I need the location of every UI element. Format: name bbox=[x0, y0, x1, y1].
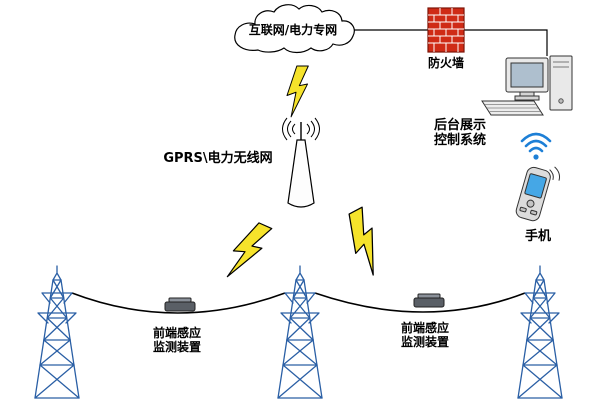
system-unit-icon bbox=[549, 55, 573, 111]
keyboard-keys bbox=[485, 104, 540, 112]
phone-key-left bbox=[519, 206, 527, 213]
sensor-body bbox=[164, 301, 196, 312]
power-line-left-span bbox=[71, 292, 286, 314]
antenna-waves-left bbox=[282, 117, 296, 141]
sensor-left-label-line2: 监测装置 bbox=[153, 339, 201, 354]
antenna-cone bbox=[287, 139, 315, 208]
cloud-icon: 互联网/电力专网 bbox=[234, 4, 355, 54]
pda-phone-icon bbox=[515, 166, 561, 222]
backend-label-line1: 后台展示 bbox=[434, 117, 486, 133]
cloud-label: 互联网/电力专网 bbox=[249, 22, 337, 37]
transmission-tower-center bbox=[277, 265, 323, 399]
transmission-tower-right bbox=[517, 265, 563, 399]
phone-label: 手机 bbox=[525, 228, 551, 244]
firewall-label: 防火墙 bbox=[428, 55, 464, 70]
brick-mortar-lines bbox=[428, 8, 464, 52]
lightning-bolt-right bbox=[337, 206, 394, 279]
phone-key-right bbox=[530, 209, 538, 216]
power-button bbox=[558, 98, 564, 104]
wifi-arcs bbox=[520, 132, 552, 153]
sensor-left-label-line1: 前端感应 bbox=[153, 325, 201, 340]
antenna-waves-right bbox=[306, 117, 320, 141]
backend-label-line2: 控制系统 bbox=[434, 132, 486, 148]
phone-nav-button bbox=[526, 199, 535, 208]
sensor-right-label-line2: 监测装置 bbox=[401, 334, 449, 349]
phone-signal-arcs bbox=[549, 166, 561, 181]
lightning-bolt-left bbox=[222, 217, 273, 286]
wireless-network-label: GPRS\电力无线网 bbox=[163, 150, 272, 166]
monitor-base bbox=[514, 95, 540, 101]
wifi-icon bbox=[520, 132, 552, 160]
sensor-top bbox=[417, 293, 441, 299]
monitor-screen bbox=[510, 62, 544, 88]
lightning-bolt-cloud-to-antenna bbox=[286, 65, 309, 118]
monitor-stand bbox=[519, 91, 535, 97]
antenna-icon bbox=[282, 117, 320, 208]
sensor-device-right bbox=[413, 293, 445, 308]
sensor-right-label-line1: 前端感应 bbox=[401, 320, 449, 335]
desktop-computer-icon: 后台展示 控制系统 bbox=[434, 55, 573, 148]
phone-screen bbox=[524, 173, 547, 199]
cloud-shape bbox=[234, 4, 355, 54]
transmission-tower-left bbox=[34, 265, 80, 399]
sensor-top bbox=[168, 297, 192, 303]
connector-cloud-to-computer bbox=[350, 29, 548, 56]
sensor-body bbox=[413, 297, 445, 308]
drive-slots bbox=[553, 61, 569, 68]
sensor-device-left bbox=[164, 297, 196, 312]
power-line-right-span bbox=[314, 292, 526, 313]
brick-wall-icon: 防火墙 bbox=[427, 7, 465, 70]
wifi-dot bbox=[533, 154, 539, 160]
